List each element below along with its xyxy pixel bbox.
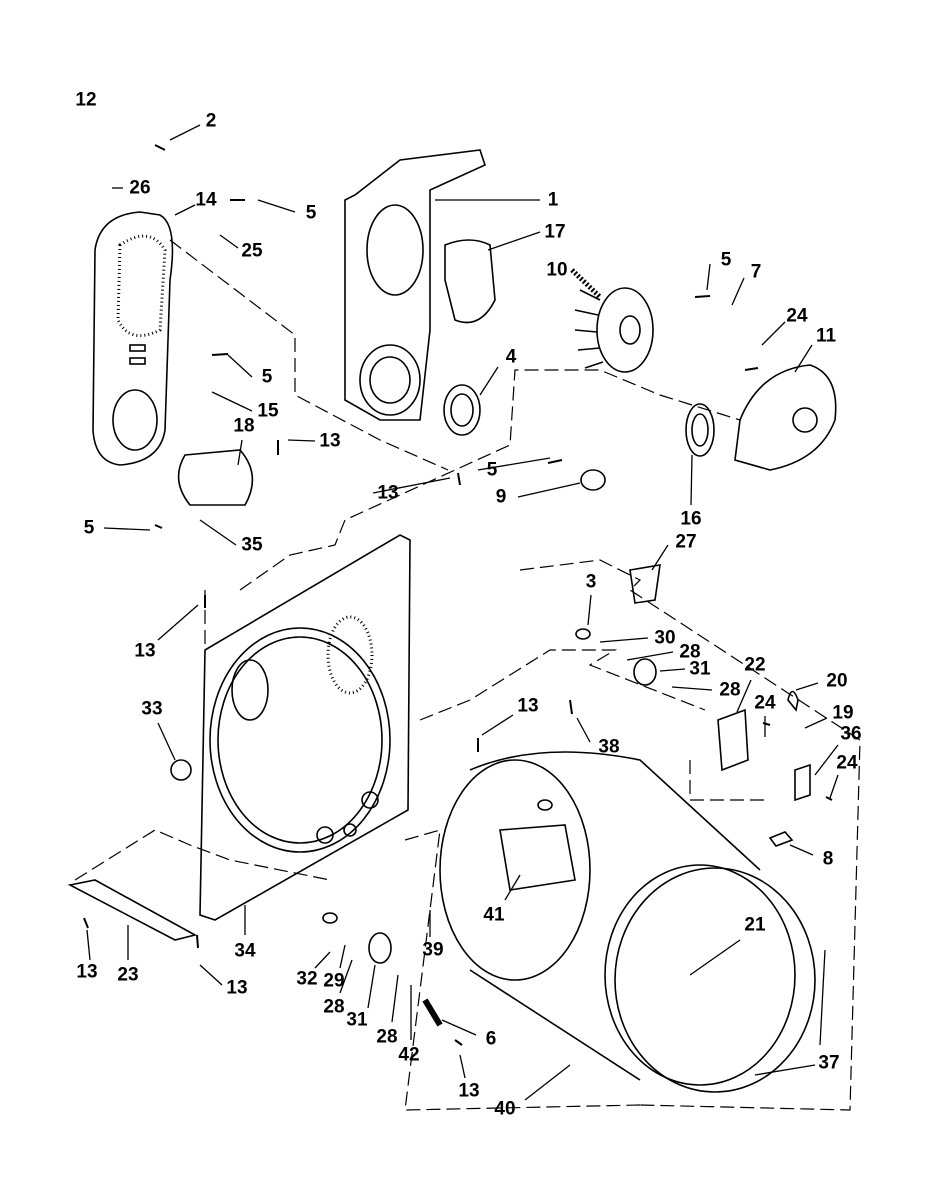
- cabinet-panel-part: [199, 534, 411, 921]
- leader-lines: [86, 124, 839, 1101]
- screws: [83, 144, 833, 1046]
- seal-17-part: [444, 239, 496, 324]
- callout-12: 12: [75, 89, 97, 111]
- callout-32: 32: [296, 968, 318, 990]
- bracket-23-part: [67, 879, 198, 941]
- callout-6: 6: [485, 1028, 497, 1050]
- roller-31-part: [633, 658, 657, 686]
- callout-22: 22: [744, 654, 766, 676]
- callout-26: 26: [129, 177, 151, 199]
- callout-7: 7: [750, 261, 762, 283]
- callout-28: 28: [719, 679, 741, 701]
- callout-41: 41: [483, 904, 505, 926]
- callout-8: 8: [822, 848, 834, 870]
- callout-17: 17: [544, 221, 566, 243]
- callout-24: 24: [754, 692, 776, 714]
- callout-42: 42: [398, 1044, 420, 1066]
- callout-35: 35: [241, 534, 263, 556]
- callout-37: 37: [818, 1052, 840, 1074]
- callout-39: 39: [422, 939, 444, 961]
- callout-31: 31: [346, 1009, 368, 1031]
- callout-2: 2: [205, 110, 217, 132]
- bulkhead-part: [344, 149, 486, 421]
- callout-28: 28: [376, 1026, 398, 1048]
- callout-38: 38: [598, 736, 620, 758]
- callout-21: 21: [744, 914, 766, 936]
- drum-part: [439, 751, 816, 1093]
- nut-33-part: [170, 759, 192, 781]
- callout-14: 14: [195, 189, 217, 211]
- blower-housing-part: [734, 364, 837, 471]
- callout-29: 29: [323, 970, 345, 992]
- callout-31: 31: [689, 658, 711, 680]
- callout-13: 13: [517, 695, 539, 717]
- part-27: [629, 564, 661, 604]
- callout-25: 25: [241, 240, 263, 262]
- callout-19: 19: [832, 702, 854, 724]
- callout-5: 5: [305, 202, 317, 224]
- callout-13: 13: [377, 482, 399, 504]
- callout-28: 28: [323, 996, 345, 1018]
- blower-wheel-part: [570, 268, 654, 373]
- callout-16: 16: [680, 508, 702, 530]
- callout-23: 23: [117, 964, 139, 986]
- callout-4: 4: [505, 346, 517, 368]
- callout-9: 9: [495, 486, 507, 508]
- roller-31-lower-part: [368, 932, 392, 964]
- callout-13: 13: [319, 430, 341, 452]
- callout-13: 13: [76, 961, 98, 983]
- heater-part: [177, 449, 254, 506]
- callout-27: 27: [675, 531, 697, 553]
- callout-24: 24: [786, 305, 808, 327]
- callout-3: 3: [585, 571, 597, 593]
- callout-20: 20: [826, 670, 848, 692]
- thermostat-9-part: [580, 469, 606, 491]
- callout-30: 30: [654, 627, 676, 649]
- front-panel-part: [92, 211, 174, 466]
- callout-15: 15: [257, 400, 279, 422]
- callout-5: 5: [720, 249, 732, 271]
- callout-5: 5: [486, 459, 498, 481]
- callout-13: 13: [226, 977, 248, 999]
- callout-36: 36: [840, 723, 862, 745]
- callout-5: 5: [83, 517, 95, 539]
- callout-11: 11: [815, 325, 837, 347]
- switch-22-part: [717, 708, 749, 772]
- callout-33: 33: [141, 698, 163, 720]
- callout-10: 10: [546, 259, 568, 281]
- callout-18: 18: [233, 415, 255, 437]
- callout-13: 13: [134, 640, 156, 662]
- seal-4-part: [443, 384, 481, 436]
- callout-5: 5: [261, 366, 273, 388]
- assembly-lines: [74, 239, 861, 1111]
- callout-40: 40: [494, 1098, 516, 1120]
- callout-34: 34: [234, 940, 256, 962]
- callout-24: 24: [836, 752, 858, 774]
- callout-28: 28: [679, 641, 701, 663]
- bracket-36-part: [794, 763, 811, 802]
- callout-1: 1: [547, 189, 559, 211]
- callout-13: 13: [458, 1080, 480, 1102]
- bearing-16-part: [685, 403, 715, 457]
